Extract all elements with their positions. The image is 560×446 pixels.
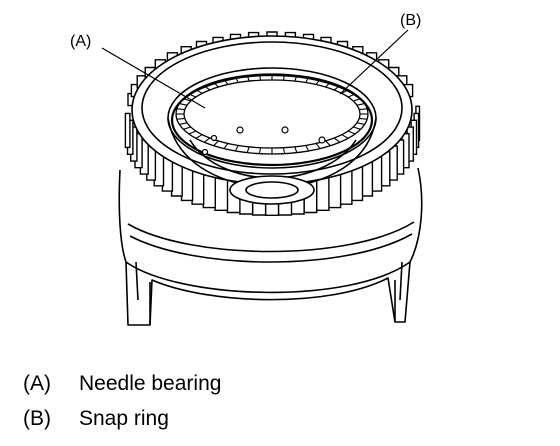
- needle-roller: [282, 147, 286, 154]
- drum-lower-skirt: [118, 167, 423, 326]
- spline-tooth: [350, 165, 364, 202]
- callout-label-a: (A): [70, 33, 92, 50]
- spline-tooth: [124, 112, 131, 149]
- needle-roller: [347, 130, 356, 135]
- needle-roller: [359, 117, 368, 120]
- needle-roller: [183, 126, 191, 130]
- legend-key: (B): [23, 407, 51, 430]
- needle-roller: [341, 134, 349, 139]
- needle-roller: [179, 103, 188, 106]
- needle-roller: [356, 103, 365, 106]
- needle-roller: [223, 143, 229, 149]
- needle-roller: [325, 140, 331, 147]
- needle-roller: [246, 146, 250, 153]
- snap-ring: [170, 73, 374, 167]
- drum-groove: [127, 221, 415, 253]
- spline-tooth: [202, 172, 216, 209]
- leader-lines: [101, 29, 409, 109]
- needle-roller: [294, 146, 298, 153]
- callout-label-b: (B): [400, 12, 422, 29]
- needle-roller: [359, 108, 368, 111]
- needle-roller: [305, 145, 310, 152]
- needle-roller: [188, 130, 197, 135]
- needle-roller: [179, 122, 188, 125]
- needle-roller: [176, 108, 185, 111]
- oil-holes: [201, 126, 326, 156]
- needle-roller: [356, 122, 365, 125]
- outer-rim-inner: [141, 41, 403, 175]
- leader-a: [101, 47, 206, 109]
- spline-tooth: [170, 161, 183, 197]
- needle-roller: [213, 140, 219, 147]
- needle-roller: [258, 147, 262, 154]
- spline-tooth: [327, 172, 342, 209]
- needle-roller: [315, 143, 321, 149]
- legend-description: Snap ring: [79, 407, 169, 430]
- hub: [229, 175, 315, 205]
- spline-tooth: [361, 161, 374, 197]
- spline-tooth: [315, 175, 330, 211]
- leader-b: [339, 29, 409, 95]
- drum-body: [118, 167, 423, 326]
- spline-tooth: [214, 175, 229, 211]
- legend-key: (A): [23, 372, 51, 395]
- legend-description: Needle bearing: [79, 372, 222, 395]
- spline-teeth: [124, 31, 421, 216]
- spline-tooth: [180, 165, 194, 202]
- needle-roller: [353, 126, 361, 130]
- needle-roller: [195, 134, 203, 139]
- drum-groove-2: [129, 233, 413, 263]
- needle-roller: [203, 137, 211, 143]
- needle-roller: [234, 145, 239, 152]
- needle-roller: [176, 117, 185, 120]
- spline-tooth: [191, 169, 205, 205]
- needle-roller: [333, 137, 341, 143]
- drum-rim: [131, 35, 413, 205]
- drum-lower-edge: [125, 261, 411, 294]
- spline-tooth: [339, 169, 353, 205]
- hub-bore: [245, 181, 299, 199]
